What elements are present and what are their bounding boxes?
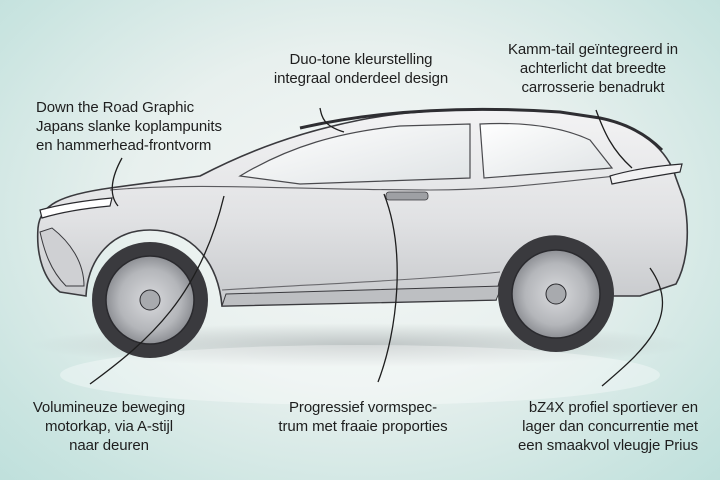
- annotation-line: Japans slanke koplampunits: [36, 118, 222, 135]
- front-grille: [39, 227, 85, 287]
- annotation-duo-tone: Duo-tone kleurstelling integraal onderde…: [256, 50, 466, 88]
- annotation-line: een smaakvol vleugje Prius: [518, 437, 698, 454]
- ground-reflection: [60, 345, 660, 405]
- arrow-kamm-tail: [595, 109, 633, 169]
- annotation-line: bZ4X profiel sportiever en: [528, 399, 698, 416]
- annotation-spectrum: Progressief vormspec- trum met fraaie pr…: [258, 398, 468, 436]
- roof-line: [299, 107, 664, 152]
- annotation-line: motorkap, via A-stijl: [45, 418, 173, 435]
- front-wheel: [92, 242, 208, 358]
- annotation-line: Volumineuze beweging: [32, 399, 186, 416]
- arrow-profile: [601, 267, 664, 387]
- annotation-arrows: [89, 107, 664, 387]
- taillight: [609, 163, 683, 185]
- annotation-kamm-tail: Kamm-tail geïntegreerd in achterlicht da…: [486, 40, 700, 97]
- annotation-line: trum met fraaie proporties: [278, 418, 448, 435]
- annotation-profile: bZ4X profiel sportiever en lager dan con…: [492, 398, 698, 455]
- annotation-line: naar deuren: [69, 437, 149, 454]
- headlight: [39, 197, 113, 219]
- annotation-line: carrosserie benadrukt: [521, 79, 665, 96]
- annotation-line: achterlicht dat breedte: [519, 60, 667, 77]
- annotation-front-lights: Down the Road Graphic Japans slanke kopl…: [36, 98, 222, 155]
- rear-wheel: [498, 236, 614, 352]
- annotation-line: Kamm-tail geïntegreerd in: [507, 41, 679, 58]
- annotation-line: Duo-tone kleurstelling: [289, 51, 433, 68]
- rear-glass: [479, 122, 614, 179]
- rocker-line: [221, 271, 501, 291]
- annotation-line: Down the Road Graphic: [36, 99, 194, 116]
- door-handle: [385, 191, 429, 201]
- annotation-line: en hammerhead-frontvorm: [36, 137, 212, 154]
- side-glass: [238, 123, 471, 185]
- arrow-duo-tone: [319, 107, 345, 133]
- annotation-line: integraal onderdeel design: [273, 70, 449, 87]
- shoulder-line: [109, 169, 677, 191]
- annotation-line: Progressief vormspec-: [289, 399, 437, 416]
- arrow-spectrum: [377, 193, 398, 383]
- arrow-bonnet: [89, 195, 225, 385]
- annotation-bonnet: Volumineuze beweging motorkap, via A-sti…: [20, 398, 198, 455]
- arrow-front-lights: [111, 157, 123, 207]
- annotation-line: lager dan concurrentie met: [522, 418, 698, 435]
